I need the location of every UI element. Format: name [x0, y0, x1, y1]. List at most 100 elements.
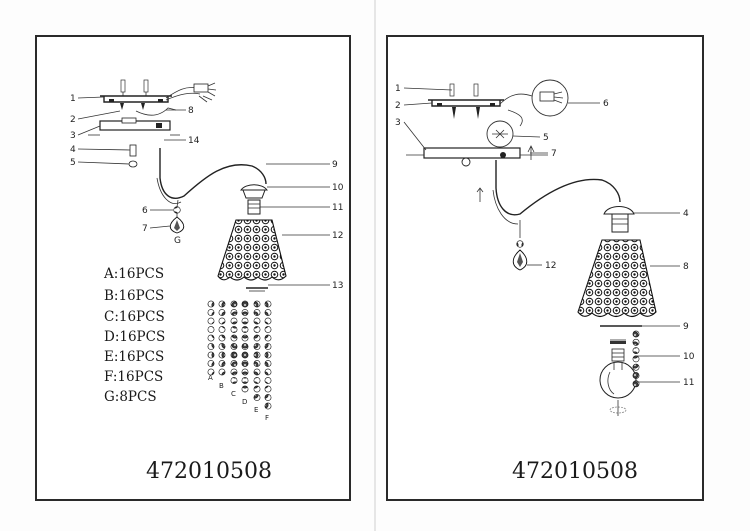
lace-shade	[217, 219, 287, 281]
crystal-strands	[207, 300, 272, 410]
callout-12: 12	[545, 261, 556, 271]
crystal-bead	[207, 317, 215, 325]
crystal-bead	[264, 360, 272, 367]
crystal-bead	[253, 334, 261, 342]
crystal-bead	[264, 300, 272, 308]
parts-item: F:16PCS	[104, 369, 163, 385]
crystal-bead	[632, 363, 640, 371]
crystal-bead	[241, 385, 249, 393]
callout-12: 12	[332, 231, 343, 241]
crystal-bead	[253, 300, 261, 308]
crystal-bead	[207, 334, 215, 342]
right-callout-labels: 1 2 3 6 5 7 4 8 12 9 10 11	[395, 84, 695, 388]
lampholder-cup	[240, 184, 268, 199]
mounting-screws	[120, 79, 149, 96]
lamp-arm	[476, 160, 621, 225]
strand-label-c: C	[231, 390, 236, 398]
parts-list: A:16PCS B:16PCS C:16PCS D:16PCS E:16PCS …	[103, 266, 165, 405]
shade-ring	[246, 287, 268, 292]
crystal-bead	[241, 317, 249, 325]
lamp-arm	[156, 148, 267, 208]
callout-8: 8	[683, 262, 689, 272]
canopy-plate	[88, 117, 180, 136]
strand-label-e: E	[254, 406, 258, 414]
crystal-bead	[241, 377, 249, 384]
crystal-bead	[207, 300, 215, 308]
parts-item: G:8PCS	[104, 389, 157, 405]
callout-2: 2	[70, 115, 76, 125]
model-number-left: 472010508	[146, 459, 272, 484]
strand-labels: A B C D E F	[208, 374, 269, 422]
crystal-bead	[230, 309, 238, 316]
model-number-right: 472010508	[512, 459, 638, 484]
crystal-bead	[253, 343, 261, 350]
callout-11: 11	[332, 203, 343, 213]
crystal-bead	[230, 317, 238, 325]
crystal-bead	[264, 326, 272, 333]
callout-7: 7	[551, 149, 557, 159]
crystal-bead	[264, 351, 272, 359]
parts-item: E:16PCS	[104, 349, 164, 365]
crystal-bead	[218, 317, 226, 325]
callout-1: 1	[70, 94, 76, 104]
crystal-bead	[264, 334, 272, 342]
crystal-bead	[241, 300, 249, 308]
callout-3: 3	[70, 131, 76, 141]
crystal-bead	[230, 343, 238, 350]
crystal-pendant-g	[169, 206, 185, 234]
crystal-bead	[632, 347, 640, 354]
crystal-bead	[230, 360, 238, 367]
crystal-bead	[253, 309, 261, 316]
crystal-bead	[241, 351, 249, 359]
crystal-bead	[207, 368, 215, 376]
callout-3: 3	[395, 118, 401, 128]
crystal-bead	[218, 343, 226, 350]
connector-detail	[499, 79, 569, 127]
crystal-bead	[218, 309, 226, 316]
crystal-bead	[264, 394, 272, 401]
lace-shade	[577, 239, 657, 318]
crystal-bead	[230, 351, 238, 359]
crystal-bead	[207, 326, 215, 333]
crystal-bead	[264, 368, 272, 376]
crystal-bead	[230, 368, 238, 376]
left-assembly	[77, 79, 330, 410]
crystal-bead	[632, 338, 640, 346]
terminal-detail	[486, 120, 514, 148]
callout-9: 9	[683, 322, 689, 332]
crystal-bead	[218, 326, 226, 333]
crystal-bead	[241, 343, 249, 350]
parts-item: A:16PCS	[103, 266, 164, 282]
crystal-bead	[264, 317, 272, 325]
bulb	[599, 339, 637, 416]
crystal-bead	[218, 368, 226, 376]
callout-6: 6	[142, 206, 148, 216]
callout-11: 11	[683, 378, 694, 388]
crystal-bead	[632, 330, 640, 338]
crystal-bead	[218, 300, 226, 308]
callout-6: 6	[603, 99, 609, 109]
mounting-bracket	[428, 99, 504, 119]
crystal-bead	[253, 368, 261, 376]
callout-2: 2	[395, 101, 401, 111]
crystal-bead	[218, 334, 226, 342]
crystal-bead	[241, 360, 249, 367]
callout-10: 10	[332, 183, 344, 193]
crystal-bead	[253, 317, 261, 325]
right-assembly	[403, 79, 680, 416]
parts-item: D:16PCS	[104, 329, 165, 345]
callout-14: 14	[188, 136, 200, 146]
mounting-bracket	[100, 95, 172, 110]
crystal-bead	[264, 343, 272, 350]
callout-7: 7	[142, 224, 148, 234]
callout-5: 5	[543, 133, 549, 143]
mounting-screws	[449, 83, 479, 97]
strand-label-d: D	[242, 398, 247, 406]
crystal-bead	[241, 334, 249, 342]
crystal-bead	[632, 372, 640, 379]
crystal-bead	[207, 309, 215, 316]
crystal-bead	[253, 385, 261, 393]
crystal-bead	[264, 309, 272, 316]
crystal-bead	[230, 377, 238, 384]
crystal-bead	[253, 351, 261, 359]
